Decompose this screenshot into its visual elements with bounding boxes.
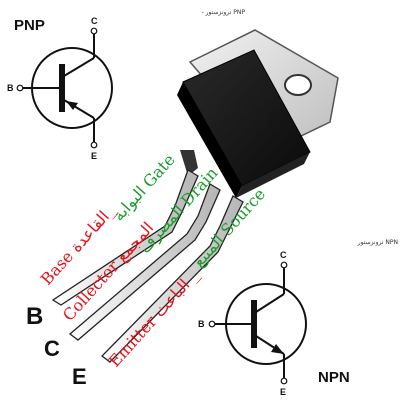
npn-pin-e: E (280, 387, 286, 397)
npn-title: NPN (318, 369, 350, 386)
pnp-title: PNP (14, 17, 45, 34)
pnp-collector-line (63, 57, 95, 77)
pnp-symbol: PNP - ترونزستور PNP C B E (7, 9, 245, 161)
pnp-pin-c: C (91, 16, 98, 26)
pnp-pin-b: B (7, 83, 14, 93)
leg-emitter (101, 195, 244, 363)
npn-base-terminal (208, 320, 216, 328)
label-emitter: Emitter الباعث _ (105, 266, 202, 371)
npn-emitter-terminal (280, 377, 288, 385)
pnp-arrow-icon (66, 101, 78, 110)
pnp-emitter-terminal (90, 141, 98, 149)
to220-package (51, 29, 339, 363)
npn-pin-c: C (280, 250, 287, 260)
pnp-pin-e: E (91, 151, 97, 161)
mounting-hole (284, 74, 312, 96)
npn-collector-terminal (280, 261, 288, 269)
leg-base (51, 169, 199, 306)
npn-symbol: ترونزستور NPN C B E NPN (198, 239, 398, 397)
npn-arrow-icon (271, 344, 284, 354)
npn-collector-line (255, 293, 285, 313)
body-edge (180, 150, 198, 176)
body-side (177, 82, 242, 198)
pnp-caption: - ترونزستور PNP (202, 9, 246, 16)
pnp-collector-terminal (90, 27, 98, 35)
leg-label-c: C (44, 336, 60, 361)
npn-pin-b: B (198, 319, 205, 329)
leg-label-b: B (26, 303, 43, 330)
body-bottom (236, 152, 310, 198)
leg-label-e: E (72, 364, 87, 389)
npn-caption: ترونزستور NPN (357, 239, 398, 246)
pnp-base-terminal (16, 84, 24, 92)
leg-collector (68, 183, 221, 341)
